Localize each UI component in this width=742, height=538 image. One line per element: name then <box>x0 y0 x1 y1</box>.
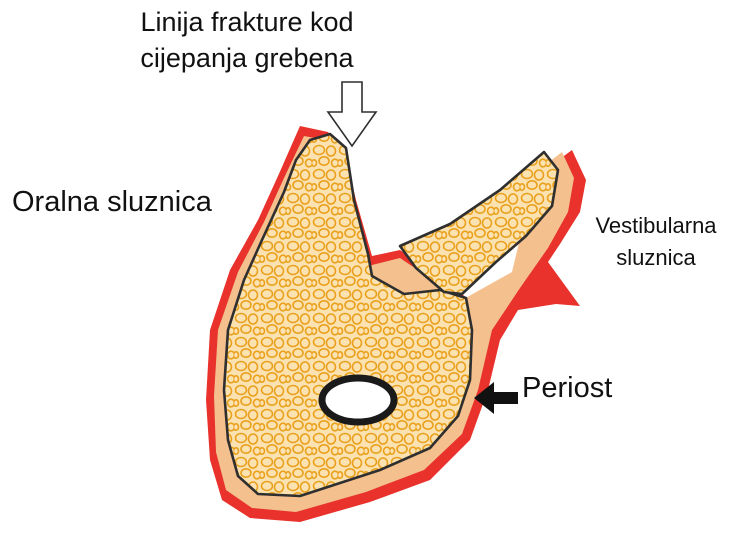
oral-mucosa-label: Oralna sluznica <box>12 184 212 220</box>
periosteum-label: Periost <box>522 370 612 406</box>
mandibular-canal <box>322 378 394 422</box>
fracture-line-label: Linija frakture kod cijepanja grebena <box>112 4 382 76</box>
fracture-line-label-line1: Linija frakture kod <box>112 4 382 40</box>
fracture-arrow-icon <box>328 82 376 146</box>
vestibular-mucosa-label-line2: sluznica <box>586 242 726 274</box>
fracture-line-label-line2: cijepanja grebena <box>112 40 382 76</box>
bone-body <box>224 134 472 496</box>
vestibular-mucosa-label-line1: Vestibularna <box>586 210 726 242</box>
vestibular-mucosa-label: Vestibularna sluznica <box>586 210 726 274</box>
